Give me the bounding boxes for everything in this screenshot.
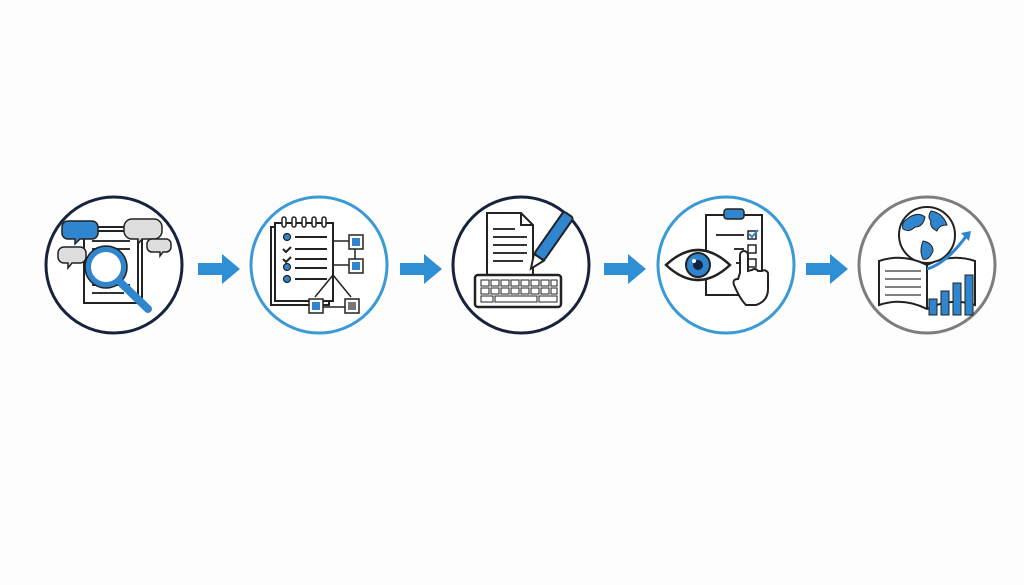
flow-arrow	[806, 254, 848, 284]
flow-arrow	[198, 254, 240, 284]
flow-arrow	[604, 254, 646, 284]
checklist-flowchart-icon	[249, 195, 389, 335]
globe-book-growth-icon	[857, 195, 997, 335]
step-research	[44, 195, 184, 335]
step-writing	[451, 195, 591, 335]
document-search-icon	[44, 195, 184, 335]
eye-clipboard-review-icon	[656, 195, 796, 335]
step-publish	[857, 195, 997, 335]
step-planning	[249, 195, 389, 335]
document-keyboard-pen-icon	[451, 195, 591, 335]
step-review	[656, 195, 796, 335]
flow-arrow	[400, 254, 442, 284]
